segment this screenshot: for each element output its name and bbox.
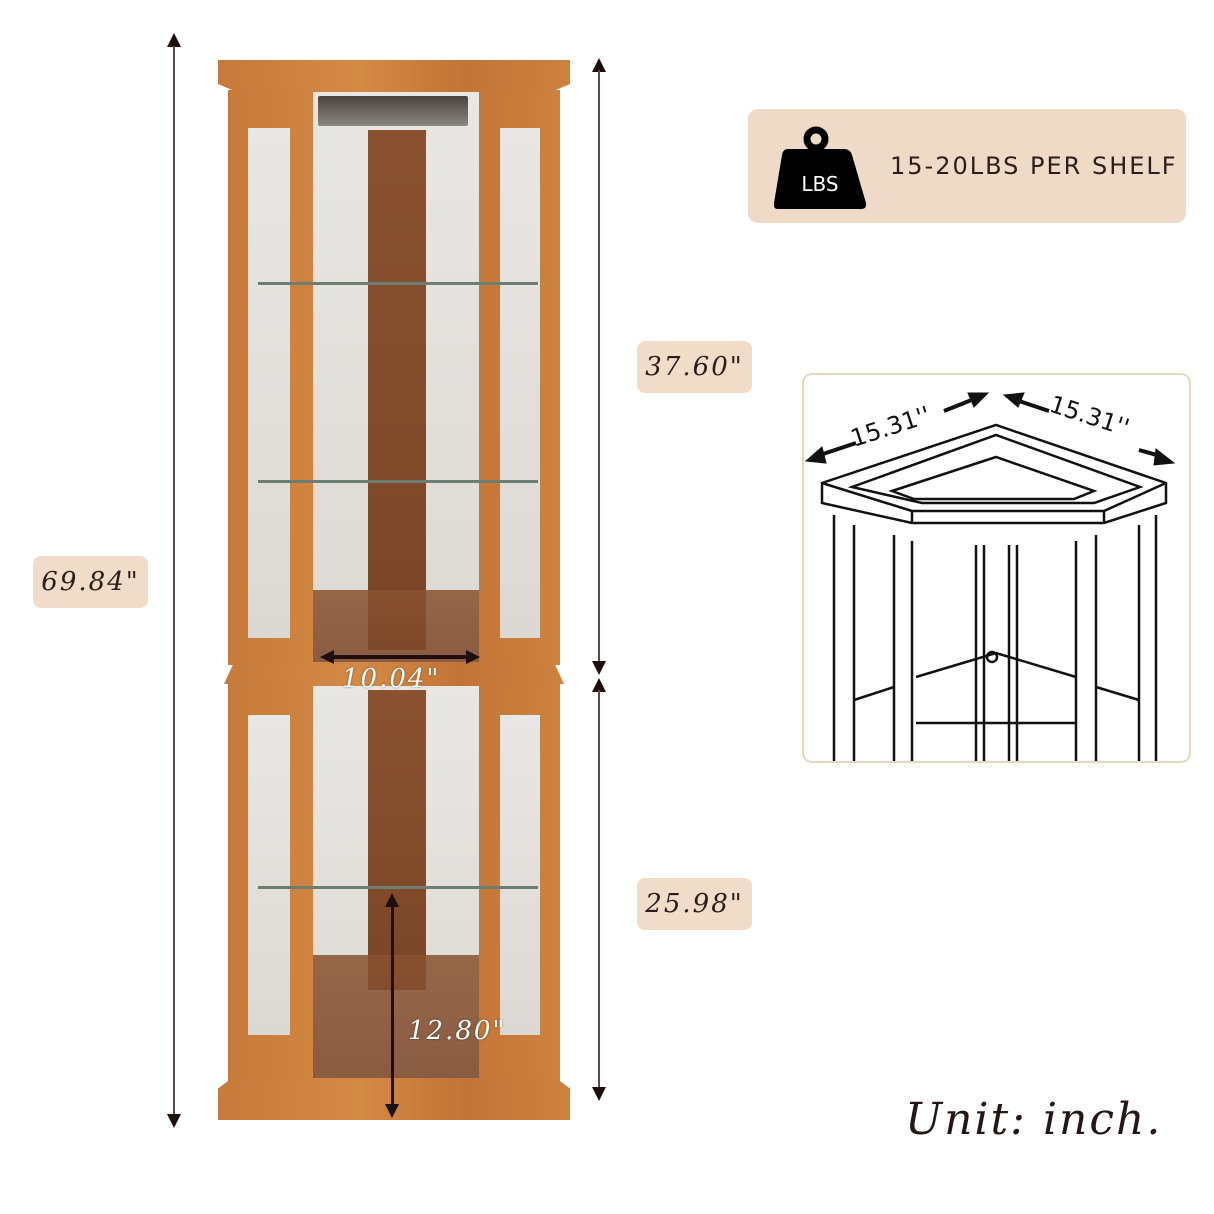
upper-floor	[313, 590, 479, 665]
total-height-line	[173, 46, 175, 1116]
weight-capacity-text: 15-20LBS PER SHELF	[890, 152, 1178, 180]
upper-side-glass-left	[248, 128, 290, 638]
upper-back-post	[368, 130, 426, 650]
clearance-line	[391, 905, 394, 1105]
total-height-label: 69.84"	[33, 556, 148, 608]
lower-shelf	[258, 886, 538, 889]
clearance-label: 12.80"	[408, 1016, 507, 1046]
svg-text:LBS: LBS	[801, 172, 838, 196]
upper-height-arrow-top-icon	[592, 58, 606, 72]
total-height-arrow-top-icon	[167, 33, 181, 47]
upper-shelf-1	[258, 282, 538, 285]
upper-shelf-2	[258, 480, 538, 483]
upper-height-arrow-bottom-icon	[592, 661, 606, 675]
top-side-right-label: 15.31''	[1046, 390, 1133, 442]
lower-height-arrow-bottom-icon	[592, 1087, 606, 1101]
top-dimension-sketch: 15.31'' 15.31''	[802, 373, 1191, 763]
unit-label: Unit: inch.	[905, 1094, 1163, 1145]
lower-height-line	[598, 690, 600, 1090]
weight-capacity-card: LBS 15-20LBS PER SHELF	[748, 109, 1186, 223]
lower-floor	[313, 955, 479, 1084]
top-side-left-label: 15.31''	[847, 401, 934, 453]
upper-height-line	[598, 70, 600, 662]
cabinet-illustration	[218, 60, 570, 1120]
lower-side-glass-left	[248, 715, 290, 1035]
lower-side-glass-right	[500, 715, 540, 1035]
inner-width-arrow	[320, 650, 480, 664]
clearance-arrow-top-icon	[385, 893, 399, 907]
cabinet-crown	[218, 60, 570, 90]
lower-height-arrow-top-icon	[592, 678, 606, 692]
middle-divider	[224, 662, 564, 684]
weight-icon: LBS	[774, 126, 867, 209]
corner-cabinet-sketch: 15.31'' 15.31''	[804, 390, 1176, 761]
clearance-arrow-bottom-icon	[385, 1104, 399, 1118]
lower-back-post	[368, 690, 426, 990]
upper-light-fixture	[318, 96, 468, 126]
upper-side-glass-right	[500, 128, 540, 638]
inner-width-label: 10.04"	[342, 664, 441, 694]
lower-height-label: 25.98"	[637, 878, 752, 930]
total-height-arrow-bottom-icon	[167, 1114, 181, 1128]
upper-height-label: 37.60"	[637, 341, 752, 393]
